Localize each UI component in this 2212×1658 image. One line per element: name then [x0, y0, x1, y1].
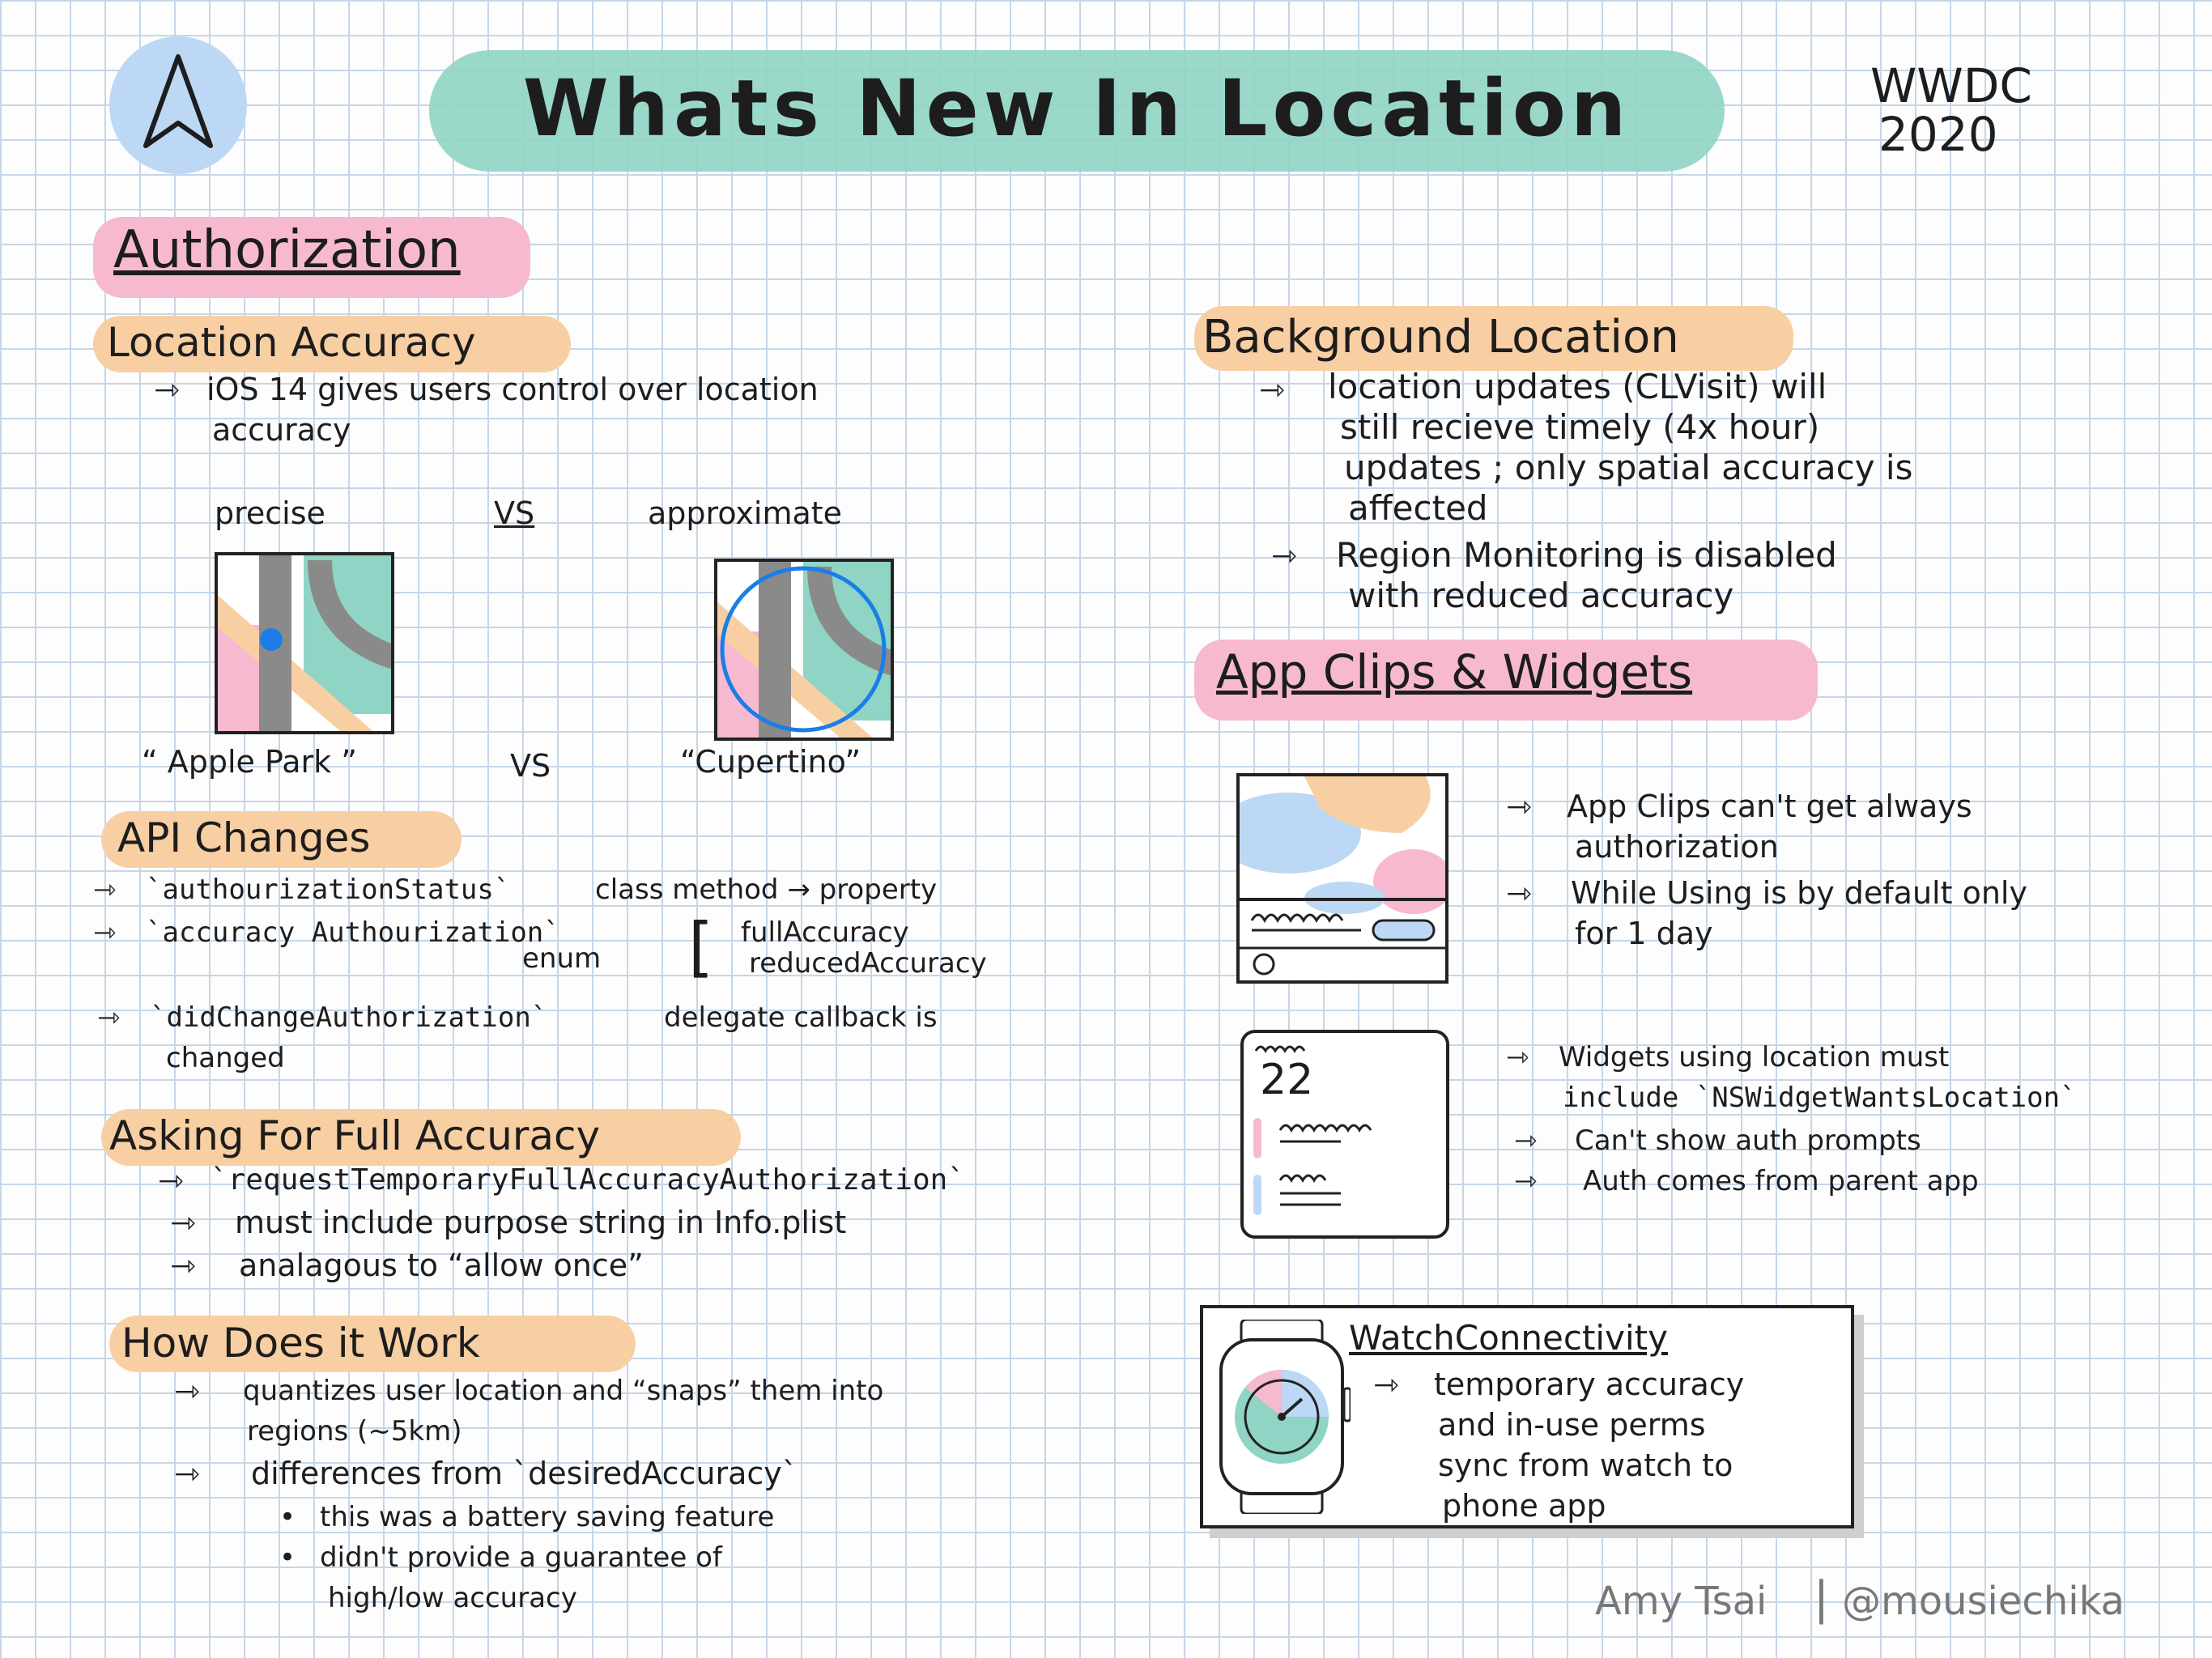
how-heading: How Does it Work	[121, 1320, 480, 1367]
location-accuracy-heading: Location Accuracy	[107, 319, 476, 366]
enum-bracket: [	[688, 909, 714, 984]
watch-line3: sync from watch to	[1438, 1448, 1733, 1483]
background-bullet1: location updates (CLVisit) will	[1328, 367, 1827, 406]
authorization-highlight	[93, 217, 530, 298]
sub-bullet-dot: •	[279, 1541, 296, 1574]
caption-precise: “ Apple Park ”	[142, 744, 357, 780]
app-clips-highlight	[1194, 640, 1818, 721]
location-accuracy-highlight	[93, 316, 571, 372]
enum-value-full: fullAccuracy	[741, 916, 909, 949]
section-authorization-heading: Authorization	[113, 220, 461, 280]
watch-line1: temporary accuracy	[1434, 1367, 1745, 1402]
arrow-bullet: ⇾	[174, 1373, 200, 1409]
api-line3-text: delegate callback is	[664, 1001, 938, 1034]
arrow-bullet: ⇾	[97, 1001, 121, 1034]
precise-map	[215, 552, 398, 734]
background-bullet1-cont1: still recieve timely (4x hour)	[1340, 407, 1820, 447]
caption-approximate: “Cupertino”	[680, 744, 861, 780]
arrow-bullet: ⇾	[158, 1163, 184, 1198]
approximate-map	[714, 559, 898, 741]
background-bullet1-cont2: updates ; only spatial accuracy is	[1344, 448, 1913, 487]
widget-card: 22	[1240, 1030, 1449, 1239]
clips-bullet1-cont: authorization	[1575, 829, 1779, 865]
location-arrow-icon	[109, 36, 247, 174]
arrow-bullet: ⇾	[93, 916, 117, 949]
clips-bullet1: App Clips can't get always	[1567, 789, 1972, 824]
app-clip-card	[1236, 773, 1448, 984]
background-location-highlight	[1194, 306, 1793, 371]
arrow-bullet: ⇾	[170, 1205, 196, 1240]
signature-handle: @mousiechika	[1842, 1579, 2125, 1624]
event-year: 2020	[1878, 107, 1998, 162]
watch-line2: and in-use perms	[1438, 1407, 1706, 1443]
arrow-bullet: ⇾	[1514, 1165, 1538, 1197]
how-bullet2: differences from `desiredAccuracy`	[251, 1456, 798, 1491]
widgets-bullet1: Widgets using location must	[1559, 1041, 1950, 1073]
arrow-bullet: ⇾	[1271, 538, 1297, 573]
api-line1-code: `authourizationStatus`	[146, 874, 511, 906]
label-precise: precise	[215, 495, 325, 531]
asking-bullet3: analagous to “allow once”	[239, 1248, 644, 1283]
apple-watch-icon	[1219, 1320, 1351, 1514]
label-vs-top: VS	[494, 495, 535, 531]
asking-heading: Asking For Full Accuracy	[109, 1112, 601, 1159]
how-sub2-cont: high/low accuracy	[328, 1582, 577, 1614]
asking-bullet2: must include purpose string in Info.plis…	[235, 1205, 847, 1240]
signature-author: Amy Tsai	[1595, 1579, 1767, 1624]
api-changes-highlight	[101, 811, 462, 868]
widget-number: 22	[1260, 1056, 1314, 1104]
clips-bullet2-cont: for 1 day	[1575, 916, 1713, 951]
widgets-bullet3: Auth comes from parent app	[1583, 1165, 1979, 1197]
event-name: WWDC	[1870, 58, 2032, 113]
signature-separator: |	[1814, 1572, 1829, 1625]
location-accuracy-bullet-cont: accuracy	[212, 412, 351, 448]
page-title: Whats New In Location	[522, 63, 1631, 154]
api-line1-text: class method → property	[595, 874, 938, 906]
sub-bullet-dot: •	[279, 1501, 296, 1533]
title-highlight	[429, 50, 1725, 172]
how-highlight	[109, 1316, 636, 1372]
caption-vs: VS	[510, 748, 551, 784]
watch-line4: phone app	[1442, 1488, 1606, 1524]
background-bullet1-cont3: affected	[1348, 488, 1488, 528]
how-bullet1: quantizes user location and “snaps” them…	[243, 1375, 884, 1407]
background-bullet2-cont: with reduced accuracy	[1348, 576, 1734, 615]
background-location-heading: Background Location	[1202, 311, 1679, 363]
widgets-bullet2: Can't show auth prompts	[1575, 1124, 1921, 1157]
asking-highlight	[101, 1109, 741, 1166]
arrow-bullet: ⇾	[174, 1456, 200, 1491]
api-line3-cont: changed	[166, 1042, 285, 1074]
widgets-bullet1-cont: include `NSWidgetWantsLocation`	[1563, 1082, 2077, 1114]
arrow-bullet: ⇾	[1514, 1124, 1538, 1157]
arrow-bullet: ⇾	[1373, 1367, 1399, 1402]
arrow-bullet: ⇾	[93, 874, 117, 906]
background-bullet2: Region Monitoring is disabled	[1336, 535, 1837, 575]
label-approximate: approximate	[648, 495, 843, 531]
how-bullet1-cont: regions (~5km)	[247, 1415, 462, 1448]
api-line2-enum: enum	[522, 942, 602, 975]
arrow-bullet: ⇾	[170, 1248, 196, 1283]
arrow-bullet: ⇾	[1506, 875, 1532, 911]
arrow-bullet: ⇾	[1259, 372, 1285, 407]
asking-bullet1: `requestTemporaryFullAccuracyAuthorizati…	[211, 1163, 965, 1197]
how-sub2: didn't provide a guarantee of	[320, 1541, 722, 1574]
watch-connectivity-heading: WatchConnectivity	[1349, 1318, 1668, 1358]
logo	[105, 32, 251, 178]
api-changes-heading: API Changes	[117, 814, 371, 861]
arrow-bullet: ⇾	[1506, 1041, 1529, 1073]
arrow-bullet: ⇾	[154, 372, 180, 407]
enum-value-reduced: reducedAccuracy	[749, 947, 987, 980]
how-sub1: this was a battery saving feature	[320, 1501, 775, 1533]
app-clips-heading: App Clips & Widgets	[1216, 644, 1693, 699]
arrow-bullet: ⇾	[1506, 789, 1532, 824]
location-accuracy-bullet: iOS 14 gives users control over location	[206, 372, 819, 407]
watch-connectivity-box: WatchConnectivity ⇾ temporary accuracy a…	[1200, 1305, 1854, 1528]
api-line2-code: `accuracy Authourization`	[146, 916, 560, 949]
clips-bullet2: While Using is by default only	[1571, 875, 2027, 911]
api-line3-code: `didChangeAuthorization`	[150, 1001, 548, 1034]
